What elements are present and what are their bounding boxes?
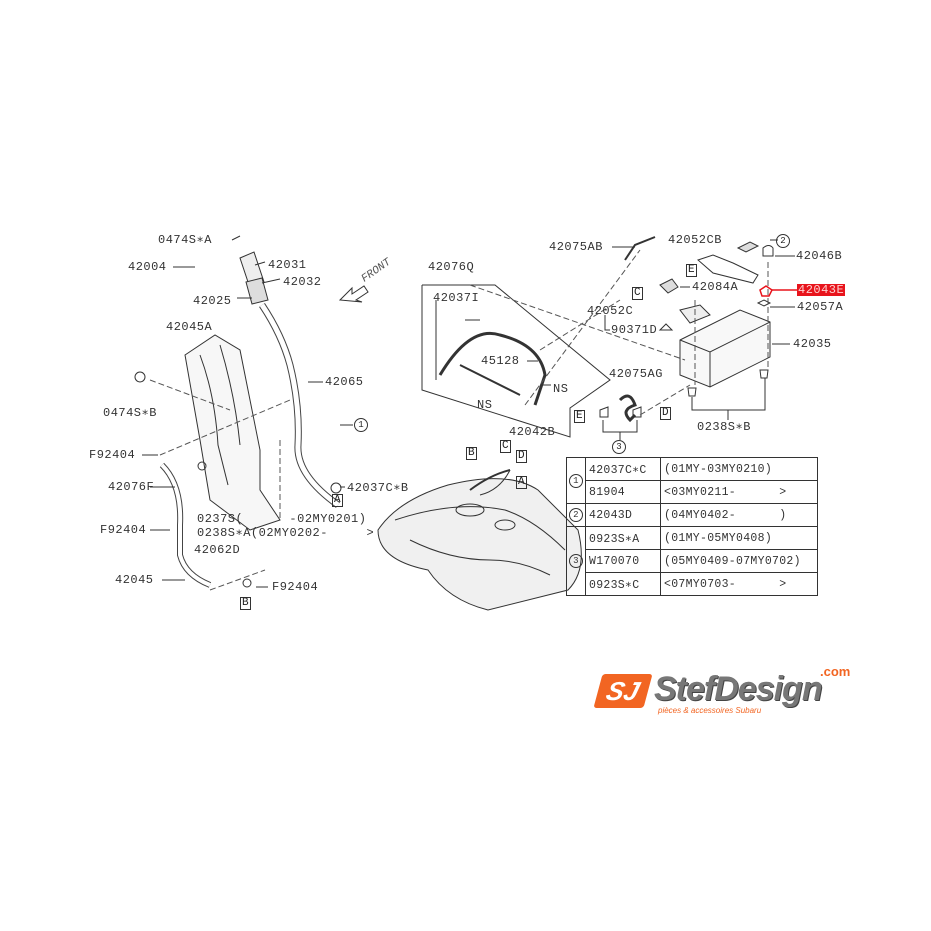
label-0474S-B: 0474S∗B	[103, 406, 157, 420]
ref-box-b: B	[466, 447, 477, 460]
ref-box-d: D	[660, 407, 671, 420]
ref-box-b: B	[240, 597, 251, 610]
shield	[184, 334, 281, 531]
label-42076Q: 42076Q	[428, 260, 475, 274]
table-row: 0923S∗C <07MY0703- >	[567, 572, 818, 596]
ref-circle-2: 2	[776, 234, 790, 248]
part-number: 0923S∗A	[585, 526, 661, 550]
label-42076F: 42076F	[108, 480, 155, 494]
label-42004: 42004	[128, 260, 167, 274]
label-42045: 42045	[115, 573, 154, 587]
part-number: 81904	[585, 480, 661, 504]
label-42065: 42065	[325, 375, 364, 389]
applicability: <03MY0211- >	[660, 480, 818, 504]
ref-circle-1: 1	[354, 418, 368, 432]
label-42075AG: 42075AG	[609, 367, 663, 381]
logo-domain: .com	[820, 664, 851, 679]
label-42062D: 42062D	[194, 543, 241, 557]
label-0474S-A: 0474S∗A	[158, 233, 212, 247]
table-row: W170070 (05MY0409-07MY0702)	[567, 549, 818, 573]
table-row: 81904 <03MY0211- >	[567, 480, 818, 504]
label-42046B: 42046B	[796, 249, 843, 263]
highlighted-part-42043E	[759, 285, 773, 297]
label-42037C-B: 42037C∗B	[347, 481, 409, 495]
label-42035: 42035	[793, 337, 832, 351]
canister	[679, 309, 790, 420]
label-42032: 42032	[283, 275, 322, 289]
front-arrow	[338, 285, 369, 303]
label-42075AB: 42075AB	[549, 240, 603, 254]
logo-tagline: pièces & accessoires Subaru	[658, 706, 762, 715]
label-42057A: 42057A	[797, 300, 844, 314]
label-0238S-B: 0238S∗B	[697, 420, 751, 434]
label-42084A: 42084A	[692, 280, 739, 294]
ref-circle-3: 3	[612, 440, 626, 454]
label-42042B: 42042B	[509, 425, 556, 439]
applicability: (05MY0409-07MY0702)	[660, 549, 818, 573]
label-42031: 42031	[268, 258, 307, 272]
group-marker-3: 3	[569, 554, 583, 568]
ref-box-a: A	[516, 476, 527, 489]
ref-box-a: A	[332, 494, 343, 507]
ref-box-d: D	[516, 450, 527, 463]
ref-box-e: E	[574, 410, 585, 423]
label-NS: NS	[477, 398, 493, 412]
label-42043E-highlighted[interactable]: 42043E	[797, 283, 846, 297]
label-F92404: F92404	[272, 580, 319, 594]
label-42052CB: 42052CB	[668, 233, 722, 247]
part-number: 0923S∗C	[585, 572, 661, 596]
label-42052C: 42052C	[587, 304, 634, 318]
label-90371D: 90371D	[611, 323, 658, 337]
group-marker-1: 1	[569, 473, 583, 488]
label-42037I: 42037I	[433, 291, 480, 305]
ref-box-c: C	[632, 287, 643, 300]
label-0238S-A: 0238S∗A(02MY0202- >	[197, 526, 375, 540]
applicability: (01MY-05MY0408)	[660, 526, 818, 550]
ref-box-e: E	[686, 264, 697, 277]
table-row: 1 42037C∗C (01MY-03MY0210)	[566, 457, 818, 504]
label-F92404: F92404	[89, 448, 136, 462]
label-42025: 42025	[193, 294, 232, 308]
applicability: (01MY-03MY0210)	[660, 457, 818, 481]
reference-table: 1 42037C∗C (01MY-03MY0210) 81904 <03MY02…	[566, 457, 818, 596]
stefdesign-logo: SJ StefDesign .com pièces & accessoires …	[593, 664, 858, 720]
logo-mark: SJ	[593, 674, 653, 708]
ref-box-c: C	[500, 440, 511, 453]
part-number: 42043D	[585, 503, 661, 527]
table-row: 2 42043D (04MY0402- )	[566, 503, 818, 527]
group-marker-2: 2	[569, 508, 583, 522]
bracket	[697, 254, 759, 284]
label-NS: NS	[553, 382, 569, 396]
part-number: W170070	[585, 549, 661, 573]
label-45128: 45128	[481, 354, 520, 368]
applicability: <07MY0703- >	[660, 572, 818, 596]
vent-line-assembly	[421, 284, 611, 438]
label-F92404: F92404	[100, 523, 147, 537]
applicability: (04MY0402- )	[660, 503, 818, 527]
part-number: 42037C∗C	[585, 457, 661, 481]
logo-name: StefDesign	[654, 670, 823, 708]
table-row: 3 0923S∗A (01MY-05MY0408)	[566, 526, 818, 596]
label-42045A: 42045A	[166, 320, 213, 334]
fuel-tank	[377, 469, 582, 611]
label-0237S: 0237S( -02MY0201)	[197, 512, 367, 526]
